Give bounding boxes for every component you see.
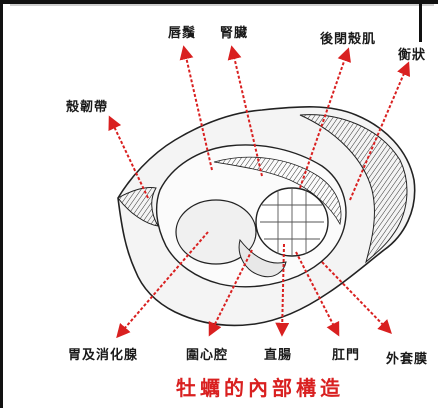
label-mantle: 外套膜 [386, 348, 428, 367]
label-lips: 唇鬚 [168, 22, 196, 41]
label-truncated-top-right: 衡狀 [398, 44, 426, 63]
label-ligament: 殼韌帶 [66, 96, 108, 115]
adductor-muscle [256, 188, 328, 256]
label-gills: 腎臟 [220, 22, 248, 41]
label-stomach-digestive-gland: 胃及消化腺 [68, 344, 138, 363]
label-pericardial-cavity: 圍心腔 [186, 344, 228, 363]
figure-title: 牡蠣的內部構造 [176, 372, 344, 401]
label-rectum: 直腸 [264, 344, 292, 363]
label-anus: 肛門 [332, 344, 360, 363]
label-posterior-adductor: 後閉殼肌 [320, 28, 376, 47]
